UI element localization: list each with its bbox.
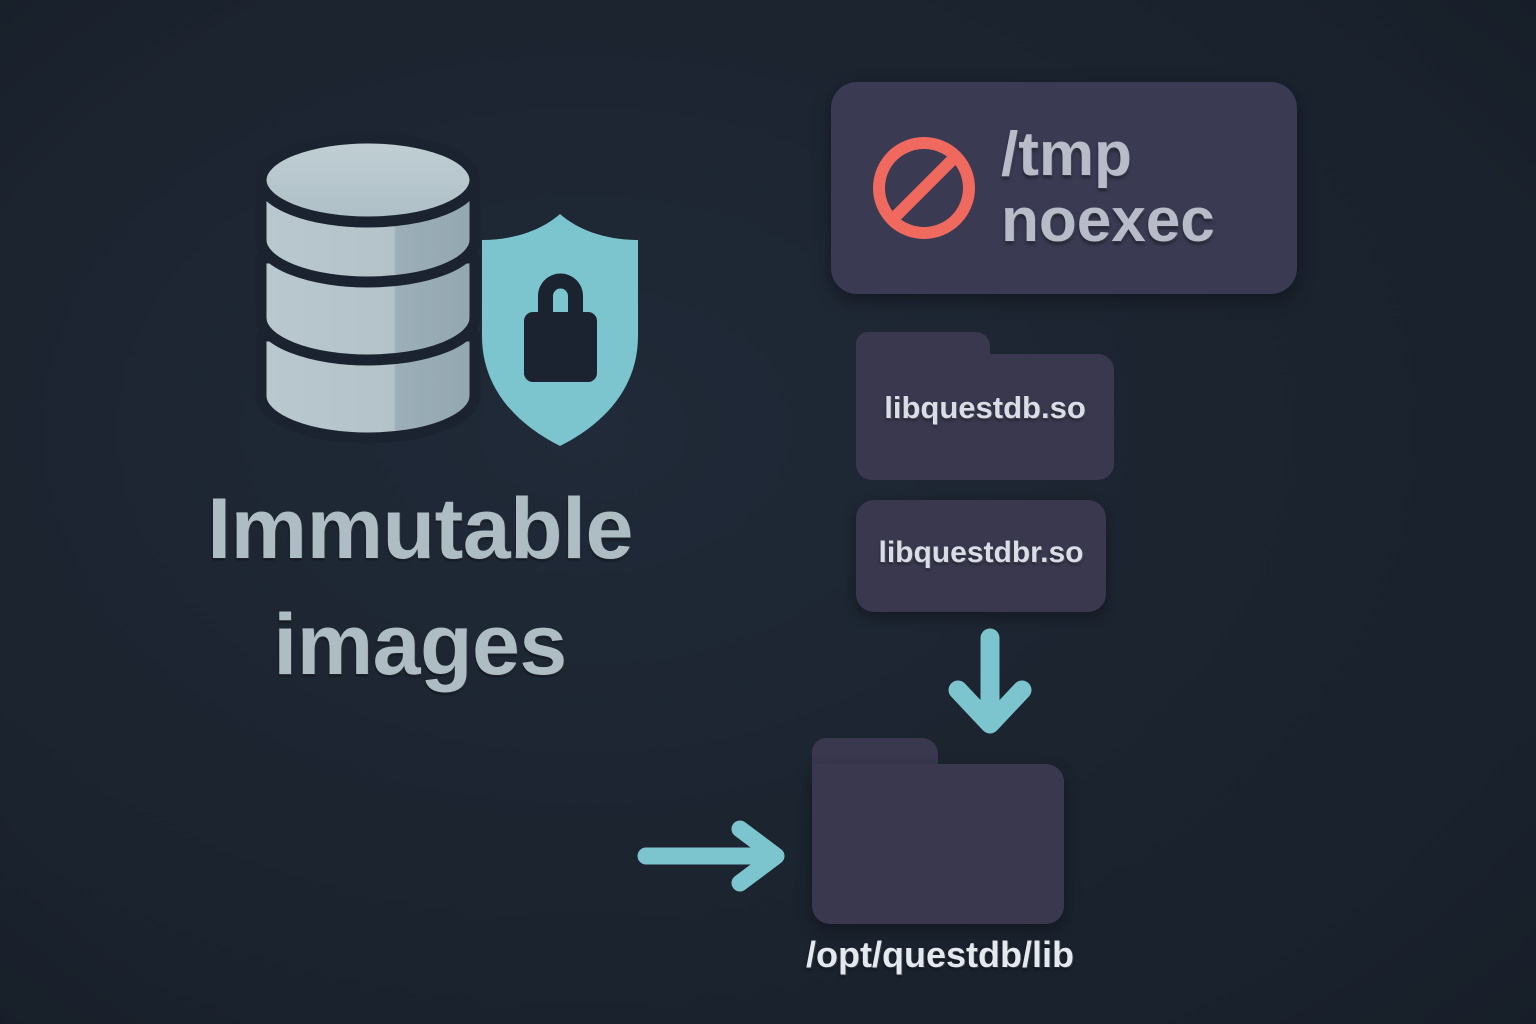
destination-folder [812, 738, 1064, 924]
folder-tab-shape [856, 332, 991, 358]
title-line-1: Immutable [207, 481, 633, 577]
tmp-noexec-card: /tmp noexec [831, 82, 1297, 294]
title-line-2: images [273, 596, 567, 693]
folder-body-shape [812, 764, 1064, 924]
padlock-icon [524, 273, 597, 382]
source-folder-2-label: libquestdbr.so [878, 536, 1084, 569]
source-folder-1-label: libquestdb.so [884, 390, 1086, 425]
folder-body-shape [856, 354, 1114, 480]
source-folder-2: libquestdbr.so [856, 500, 1106, 612]
database-cylinder [255, 132, 481, 444]
folder-tab-shape [812, 738, 938, 768]
noexec-line-1: /tmp [1001, 120, 1132, 190]
prohibition-icon [873, 137, 975, 239]
arrow-down-icon [948, 628, 1032, 734]
noexec-line-2: noexec [1001, 186, 1215, 255]
source-folder-1: libquestdb.so [856, 332, 1114, 480]
page-title: Immutable images [70, 481, 770, 693]
immutable-database-icon [255, 132, 638, 446]
arrow-right-icon [637, 820, 785, 892]
destination-folder-label: /opt/questdb/lib [806, 934, 1074, 975]
tmp-noexec-text: /tmp noexec [1001, 122, 1215, 253]
